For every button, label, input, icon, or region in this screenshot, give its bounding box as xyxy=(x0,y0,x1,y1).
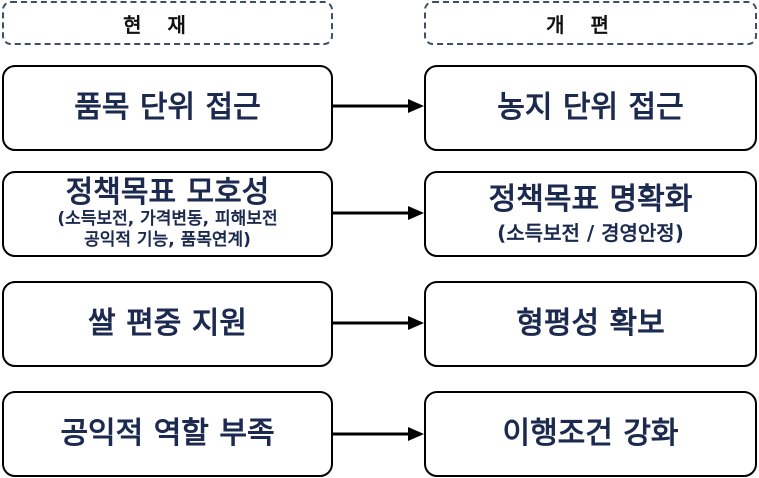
header-current-label: 현재 xyxy=(123,12,212,37)
reform-box-2: 정책목표 명확화 (소득보전 / 경영안정) xyxy=(424,171,757,257)
current-title-1: 품목 단위 접근 xyxy=(74,90,261,125)
header-reform: 개편 xyxy=(424,1,757,45)
arrow-2 xyxy=(333,206,424,220)
reform-box-1: 농지 단위 접근 xyxy=(424,65,757,151)
header-reform-label: 개편 xyxy=(546,12,635,37)
reform-title-4: 이행조건 강화 xyxy=(502,416,679,451)
current-box-4: 공익적 역할 부족 xyxy=(2,391,333,477)
reform-title-3: 형평성 확보 xyxy=(516,306,665,341)
current-box-3: 쌀 편중 지원 xyxy=(2,281,333,367)
arrow-3 xyxy=(333,316,424,330)
reform-title-1: 농지 단위 접근 xyxy=(497,90,684,125)
current-sub-2a: (소득보전, 가격변동, 피해보전 xyxy=(57,209,278,229)
arrow-1 xyxy=(333,99,424,113)
header-current: 현재 xyxy=(2,1,333,45)
current-sub-2b: 공익적 기능, 품목연계) xyxy=(84,230,251,250)
current-title-4: 공익적 역할 부족 xyxy=(60,416,275,451)
current-title-2: 정책목표 모호성 xyxy=(65,175,270,210)
reform-box-3: 형평성 확보 xyxy=(424,281,757,367)
arrow-4 xyxy=(333,427,424,441)
reform-box-4: 이행조건 강화 xyxy=(424,391,757,477)
current-box-1: 품목 단위 접근 xyxy=(2,65,333,151)
reform-title-2: 정책목표 명확화 xyxy=(488,182,693,217)
current-title-3: 쌀 편중 지원 xyxy=(88,306,247,341)
reform-sub-2: (소득보전 / 경영안정) xyxy=(497,221,684,245)
current-box-2: 정책목표 모호성 (소득보전, 가격변동, 피해보전 공익적 기능, 품목연계) xyxy=(2,171,333,257)
